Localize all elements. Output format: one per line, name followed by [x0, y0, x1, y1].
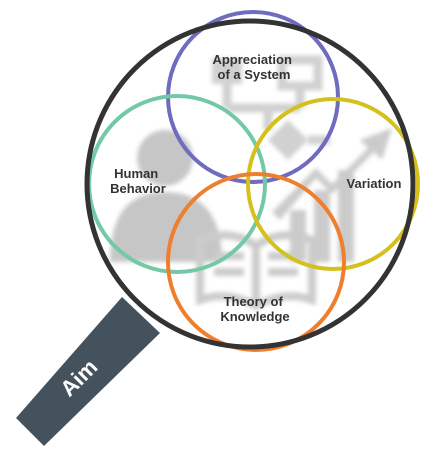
- label-line: of a System: [218, 67, 291, 82]
- magnifier-handle: Aim: [16, 297, 160, 446]
- circle-theory-of-knowledge: [166, 172, 346, 352]
- person-icon: [110, 130, 222, 262]
- circle-variation: [246, 97, 420, 271]
- label-line: Theory of: [224, 294, 284, 309]
- label-line: Appreciation: [212, 52, 292, 67]
- label-theory-of-knowledge: Theory of Knowledge: [220, 294, 289, 324]
- label-variation: Variation: [347, 176, 402, 191]
- circle-labels: Appreciation of a System Human Behavior …: [110, 52, 401, 324]
- lens-ring: [84, 18, 416, 350]
- label-line: Behavior: [110, 181, 166, 196]
- open-book-icon: [196, 231, 316, 311]
- label-appreciation-of-a-system: Appreciation of a System: [212, 52, 295, 82]
- label-human-behavior: Human Behavior: [110, 166, 166, 196]
- label-line: Human: [114, 166, 158, 181]
- label-line: Knowledge: [220, 309, 289, 324]
- label-line: Variation: [347, 176, 402, 191]
